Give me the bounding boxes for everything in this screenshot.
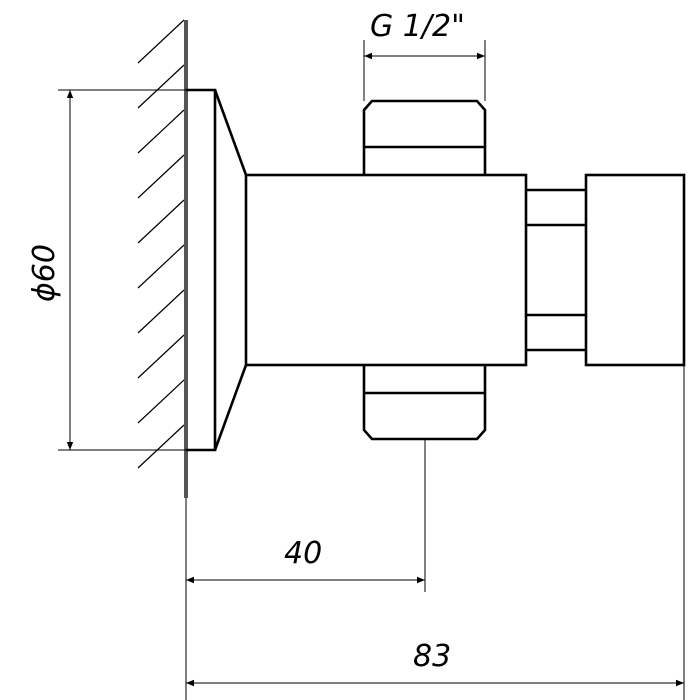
total-length-label: 83 [413,639,451,674]
top-hex-nut [362,99,487,175]
thread-dimension-label: G 1/2" [370,9,465,44]
thread-dimension: G 1/2" [363,9,486,101]
diameter-dimension: ϕ60 [27,89,215,451]
total-length-dimension: 83 [186,365,685,700]
valve-body [244,173,528,367]
valve-stem [526,188,586,352]
bottom-hex-nut [362,365,487,441]
axis-distance-label: 40 [284,536,322,571]
axis-distance-dimension: 40 [185,439,426,700]
wall-hatching [137,19,185,469]
diameter-dimension-label: ϕ60 [27,244,62,302]
flange [186,88,248,452]
valve-handle [584,173,686,367]
